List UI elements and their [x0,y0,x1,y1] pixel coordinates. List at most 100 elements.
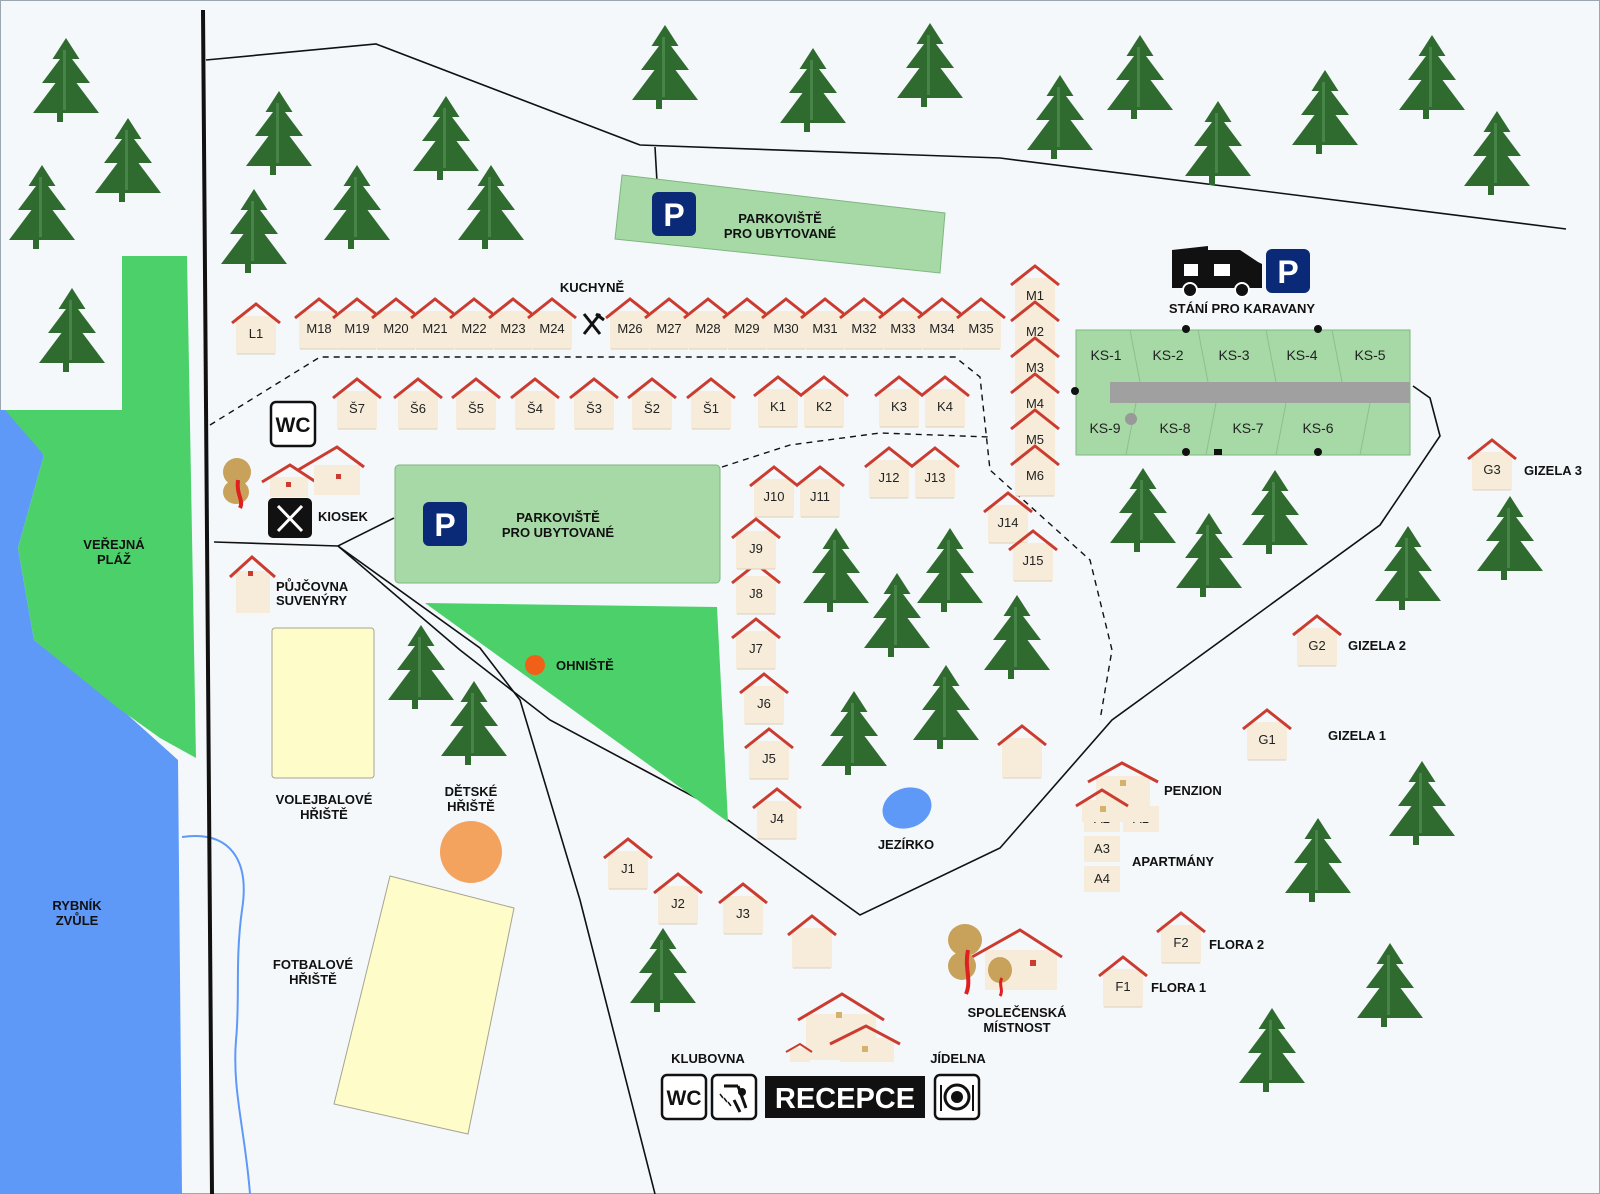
cabin-label: M26 [617,321,642,336]
cabin-label: M23 [500,321,525,336]
svg-text:ZVŮLE: ZVŮLE [56,912,99,928]
svg-text:WC: WC [667,1087,702,1110]
cabin-label: J13 [925,470,946,485]
fireplace-meadow [425,603,728,822]
volleyball-court [271,627,375,779]
cabin-Š5: Š5 [451,377,501,430]
cabin-J4: J4 [752,787,802,840]
cabin-M27: M27 [644,297,694,350]
cabin-M6: M6 [1010,444,1060,497]
svg-text:SUVENÝRY: SUVENÝRY [276,593,347,608]
cabin-label: M31 [812,321,837,336]
cabin-label: M3 [1026,360,1044,375]
cabin-K2: K2 [799,375,849,428]
paths [209,356,1113,721]
svg-text:HŘIŠTĚ: HŘIŠTĚ [300,807,348,822]
cabin-label: J4 [770,811,784,826]
cabin-label: G1 [1258,732,1275,747]
cabin-Š4: Š4 [510,377,560,430]
cabin-label: L1 [249,326,263,341]
cabin-J3: J3 [718,882,768,935]
svg-text:KS-9: KS-9 [1089,420,1120,436]
cabin-M31: M31 [800,297,850,350]
cabin-M21: M21 [410,297,460,350]
cabin-label: J14 [998,515,1019,530]
cabin-M18: M18 [294,297,344,350]
caravan-road [1110,382,1410,403]
cabin-label: J8 [749,586,763,601]
cabin-Š1: Š1 [686,377,736,430]
cabin-G3: G3 [1467,438,1517,491]
cabin-label: J7 [749,641,763,656]
svg-text:KS-4: KS-4 [1286,347,1317,363]
svg-text:KIOSEK: KIOSEK [318,509,368,524]
cabin-J1: J1 [603,837,653,890]
playground [440,821,502,883]
cabin-M34: M34 [917,297,967,350]
svg-text:APARTMÁNY: APARTMÁNY [1132,854,1214,869]
cabin-label: J11 [810,489,830,504]
cabin-label: J12 [879,470,900,485]
cabin-label: M6 [1026,468,1044,483]
cabin-label: A4 [1094,871,1110,886]
svg-text:KS-7: KS-7 [1232,420,1263,436]
fireplace-label: OHNIŠTĚ [556,658,614,673]
cabin-label: M20 [383,321,408,336]
cabin-label: Š5 [468,401,484,416]
cabin-label: M35 [968,321,993,336]
cabin-M35: M35 [956,297,1006,350]
cabin-label: J1 [621,861,635,876]
svg-text:PENZION: PENZION [1164,783,1222,798]
svg-text:PŮJČOVNA: PŮJČOVNA [276,578,349,594]
cabin-label: M22 [461,321,486,336]
svg-text:STÁNÍ PRO KARAVANY: STÁNÍ PRO KARAVANY [1169,301,1315,316]
cabin-M23: M23 [488,297,538,350]
lake [882,787,932,829]
cabin-label: J6 [757,696,771,711]
cabin-label: J15 [1023,553,1044,568]
svg-text:P: P [663,197,684,233]
svg-text:GIZELA 3: GIZELA 3 [1524,463,1582,478]
svg-text:KS-8: KS-8 [1159,420,1190,436]
svg-text:WC: WC [276,414,311,437]
cabin-label: Š1 [703,401,719,416]
cabin-J13: J13 [910,446,960,499]
svg-text:RECEPCE: RECEPCE [775,1083,915,1115]
svg-text:P: P [1277,254,1298,290]
svg-text:KS-1: KS-1 [1090,347,1121,363]
reception-sign: RECEPCE [765,1076,925,1118]
caravan-spots: KS-1 KS-2 KS-3 KS-4 KS-5 KS-9 KS-8 KS-7 … [1089,347,1385,436]
stream [181,835,251,1194]
cabin-label: M33 [890,321,915,336]
cabin-label: G2 [1308,638,1325,653]
cabin-label: M21 [422,321,447,336]
cabin-J12: J12 [864,446,914,499]
cabin-label: J10 [764,489,785,504]
cabin-label: Š7 [349,401,365,416]
cabin-label: Š2 [644,401,660,416]
cabin-label: J2 [671,896,685,911]
cabin-K3: K3 [874,375,924,428]
cabin-J2: J2 [653,872,703,925]
svg-text:KS-5: KS-5 [1354,347,1385,363]
cabin-label: M19 [344,321,369,336]
cabin-M29: M29 [722,297,772,350]
cabin-J6: J6 [739,672,789,725]
cabin-J9: J9 [731,517,781,570]
cabin-label: M24 [539,321,564,336]
parking-mid [394,464,721,584]
svg-text:FLORA 2: FLORA 2 [1209,937,1264,952]
penzion-building [1075,761,1159,822]
svg-text:VEŘEJNÁ: VEŘEJNÁ [83,537,145,552]
svg-text:VOLEJBALOVÉ: VOLEJBALOVÉ [276,792,373,807]
cabin-M32: M32 [839,297,889,350]
svg-text:KS-3: KS-3 [1218,347,1249,363]
wc-sign: WC [269,400,317,448]
cabin-M28: M28 [683,297,733,350]
svg-text:JÍDELNA: JÍDELNA [930,1051,986,1066]
cabin-label: M1 [1026,288,1044,303]
cabin-label: M30 [773,321,798,336]
fireplace [525,655,545,675]
caravan-parking-sign: P [1266,249,1310,293]
cabin-Š6: Š6 [393,377,443,430]
